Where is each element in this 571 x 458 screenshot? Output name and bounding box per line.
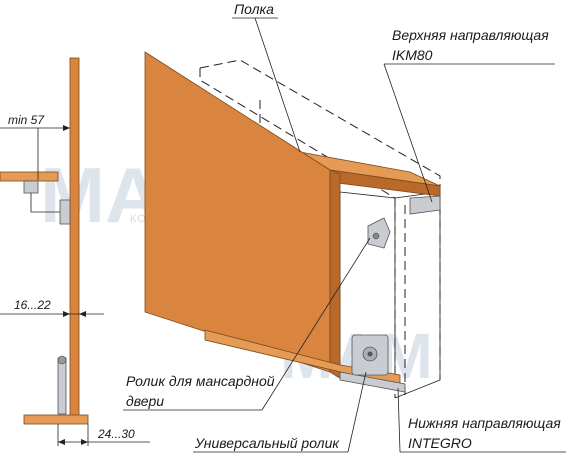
- label-attic-roller-2: двери: [126, 393, 164, 409]
- dash-shelf-top: [199, 59, 441, 192]
- label-bottom-guide-1: Нижняя направляющая: [408, 415, 561, 431]
- label-bottom-guide-2: INTEGRO: [408, 435, 472, 451]
- label-bottom-guide: Нижняя направляющая INTEGRO: [397, 387, 566, 453]
- label-shelf-text: Полка: [234, 1, 274, 17]
- side-bottom-board: [23, 414, 89, 425]
- main-view: [144, 51, 441, 399]
- side-bottom-roller: [57, 357, 67, 415]
- side-view: [0, 57, 89, 425]
- side-roller-wheel: [57, 355, 67, 365]
- attic-roller: [367, 217, 391, 249]
- dim-min: min 57: [0, 113, 70, 180]
- dash-shelf-front: [199, 68, 396, 199]
- label-attic-roller: Ролик для мансардной двери: [123, 237, 371, 411]
- dim-min-label: min 57: [8, 113, 45, 127]
- label-top-guide: Верхняя направляющая IKM80: [383, 27, 555, 203]
- label-top-guide-2: IKM80: [392, 47, 433, 63]
- attic-door-edge: [329, 169, 341, 379]
- dim-panel-label: 16...22: [14, 298, 51, 312]
- dim-bottom-label: 24...30: [97, 427, 135, 441]
- bottom-board: [204, 329, 401, 387]
- side-upper-roller: [23, 180, 39, 194]
- side-bracket-plate: [59, 199, 71, 225]
- label-universal-roller-text: Универсальный ролик: [194, 435, 340, 451]
- label-attic-roller-1: Ролик для мансардной: [126, 373, 275, 389]
- dim-bottom: 24...30: [57, 424, 150, 446]
- side-shelf: [0, 171, 59, 182]
- attic-door: [144, 51, 331, 373]
- top-guide-rail: [409, 195, 441, 215]
- side-panel: [69, 57, 80, 419]
- side-bracket-arm: [30, 193, 70, 213]
- cabinet-side: [394, 191, 441, 399]
- label-shelf: Полка: [232, 1, 301, 153]
- bottom-guide-rail: [339, 371, 406, 393]
- label-universal-roller: Универсальный ролик: [193, 371, 367, 453]
- dim-panel: 16...22: [0, 298, 104, 317]
- label-top-guide-1: Верхняя направляющая: [392, 27, 549, 43]
